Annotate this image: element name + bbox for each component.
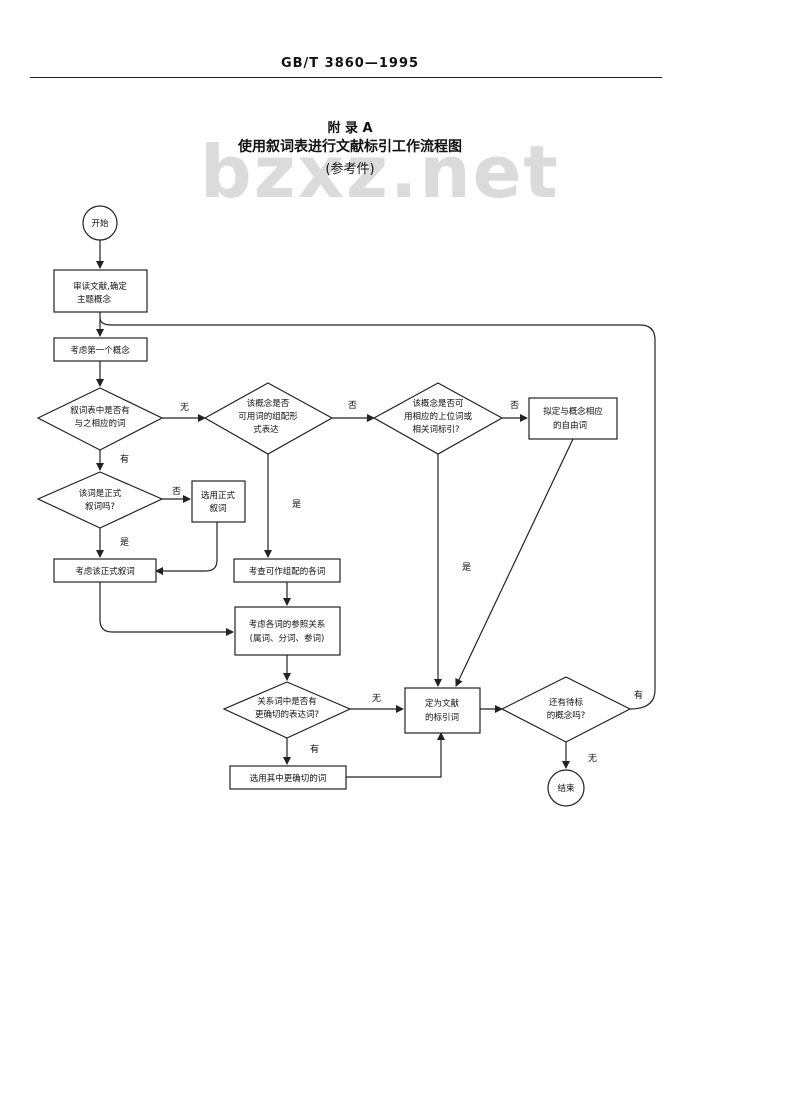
decision-better-term-line1: 关系词中是否有 xyxy=(257,696,317,707)
node-index-term: 定为文献 的标引词 xyxy=(404,687,481,734)
decision-in-thesaurus: 叙词表中是否有 与之相应的词 xyxy=(36,387,164,451)
node-consider-relations-line1: 考虑各词的参照关系 xyxy=(249,619,326,630)
node-consider-relations-line2: (属词、分词、参词) xyxy=(250,633,325,644)
decision-more-concepts-line1: 还有待标 xyxy=(549,697,584,708)
decision-broader-line3: 相关词标引? xyxy=(412,424,459,435)
appendix-note: (参考件) xyxy=(325,162,375,177)
decision-in-thesaurus-line2: 与之相应的词 xyxy=(74,418,125,429)
node-index-term-line1: 定为文献 xyxy=(425,698,460,709)
node-consider-combination-terms: 考查可作组配的各词 xyxy=(233,558,341,583)
decision-combination-line3: 式表达 xyxy=(253,424,279,435)
decision-combination-line2: 可用词的组配形 xyxy=(238,411,298,422)
edge-label-is-combination: 是 xyxy=(292,499,301,510)
edge-label-not-broader: 否 xyxy=(510,400,519,411)
decision-is-formal-term: 该词是正式 叙词吗? xyxy=(36,471,164,529)
connector-lines xyxy=(96,240,656,778)
decision-is-formal-line1: 该词是正式 xyxy=(79,488,122,499)
node-free-term-line2: 的自由词 xyxy=(553,420,587,431)
standard-code: GB/T 3860—1995 xyxy=(280,56,420,71)
decision-is-formal-line2: 叙词吗? xyxy=(85,501,115,512)
decision-better-term: 关系词中是否有 更确切的表达词? xyxy=(222,681,352,739)
edge-label-is-formal: 是 xyxy=(120,537,129,548)
decision-more-concepts-line2: 的概念吗? xyxy=(547,710,586,721)
decision-combination-line1: 该概念是否 xyxy=(247,398,290,409)
decision-in-thesaurus-line1: 叙词表中是否有 xyxy=(70,405,130,416)
node-read-document: 审读文献,确定 主题概念 xyxy=(53,269,148,313)
decision-broader-or-related: 该概念是否可 用相应的上位词或 相关词标引? xyxy=(372,382,504,455)
header-rule xyxy=(30,77,662,78)
decision-better-term-line2: 更确切的表达词? xyxy=(255,709,319,720)
appendix-label: 附 录 A xyxy=(327,121,373,136)
watermark: bzxz.net xyxy=(200,130,560,214)
node-read-document-line2: 主题概念 xyxy=(77,294,112,305)
node-free-term: 拟定与概念相应 的自由词 xyxy=(528,397,618,440)
edge-label-is-broader: 是 xyxy=(462,562,471,573)
edge-label-no-more: 无 xyxy=(588,753,597,764)
edge-label-not-combination: 否 xyxy=(348,400,357,411)
node-first-concept: 考虑第一个概念 xyxy=(53,337,148,362)
appendix-title: 使用叙词表进行文献标引工作流程图 xyxy=(238,139,462,155)
node-index-term-line2: 的标引词 xyxy=(425,712,459,723)
node-select-formal-term: 选用正式 叙词 xyxy=(191,480,246,523)
node-read-document-line1: 审读文献,确定 xyxy=(73,281,127,292)
decision-combination-form: 该概念是否 可用词的组配形 式表达 xyxy=(203,382,334,455)
node-start-label: 开始 xyxy=(91,218,109,229)
decision-broader-line2: 用相应的上位词或 xyxy=(404,411,473,422)
decision-broader-line1: 该概念是否可 xyxy=(412,398,464,409)
node-consider-formal-term: 考虑该正式叙词 xyxy=(53,558,157,583)
node-consider-combination-label: 考查可作组配的各词 xyxy=(249,566,326,577)
edge-label-has-better: 有 xyxy=(310,743,319,755)
node-select-better-label: 选用其中更确切的词 xyxy=(250,773,327,784)
node-start: 开始 xyxy=(82,205,118,241)
edge-label-no-thesaurus: 无 xyxy=(180,402,189,413)
node-end-label: 结束 xyxy=(557,783,575,794)
node-free-term-line1: 拟定与概念相应 xyxy=(543,406,603,417)
edge-label-has-thesaurus: 有 xyxy=(120,453,129,465)
node-first-concept-label: 考虑第一个概念 xyxy=(70,345,130,356)
node-select-formal-line1: 选用正式 xyxy=(201,490,236,501)
node-end: 结束 xyxy=(547,769,585,807)
edge-label-no-better: 无 xyxy=(372,693,381,704)
node-select-better-term: 选用其中更确切的词 xyxy=(229,765,347,790)
node-consider-relations: 考虑各词的参照关系 (属词、分词、参词) xyxy=(234,606,341,656)
edge-label-not-formal: 否 xyxy=(172,486,181,497)
decision-more-concepts: 还有待标 的概念吗? xyxy=(500,676,632,743)
edge-label-has-more: 有 xyxy=(634,689,643,701)
node-select-formal-line2: 叙词 xyxy=(209,503,226,514)
node-consider-formal-label: 考虑该正式叙词 xyxy=(75,566,135,577)
